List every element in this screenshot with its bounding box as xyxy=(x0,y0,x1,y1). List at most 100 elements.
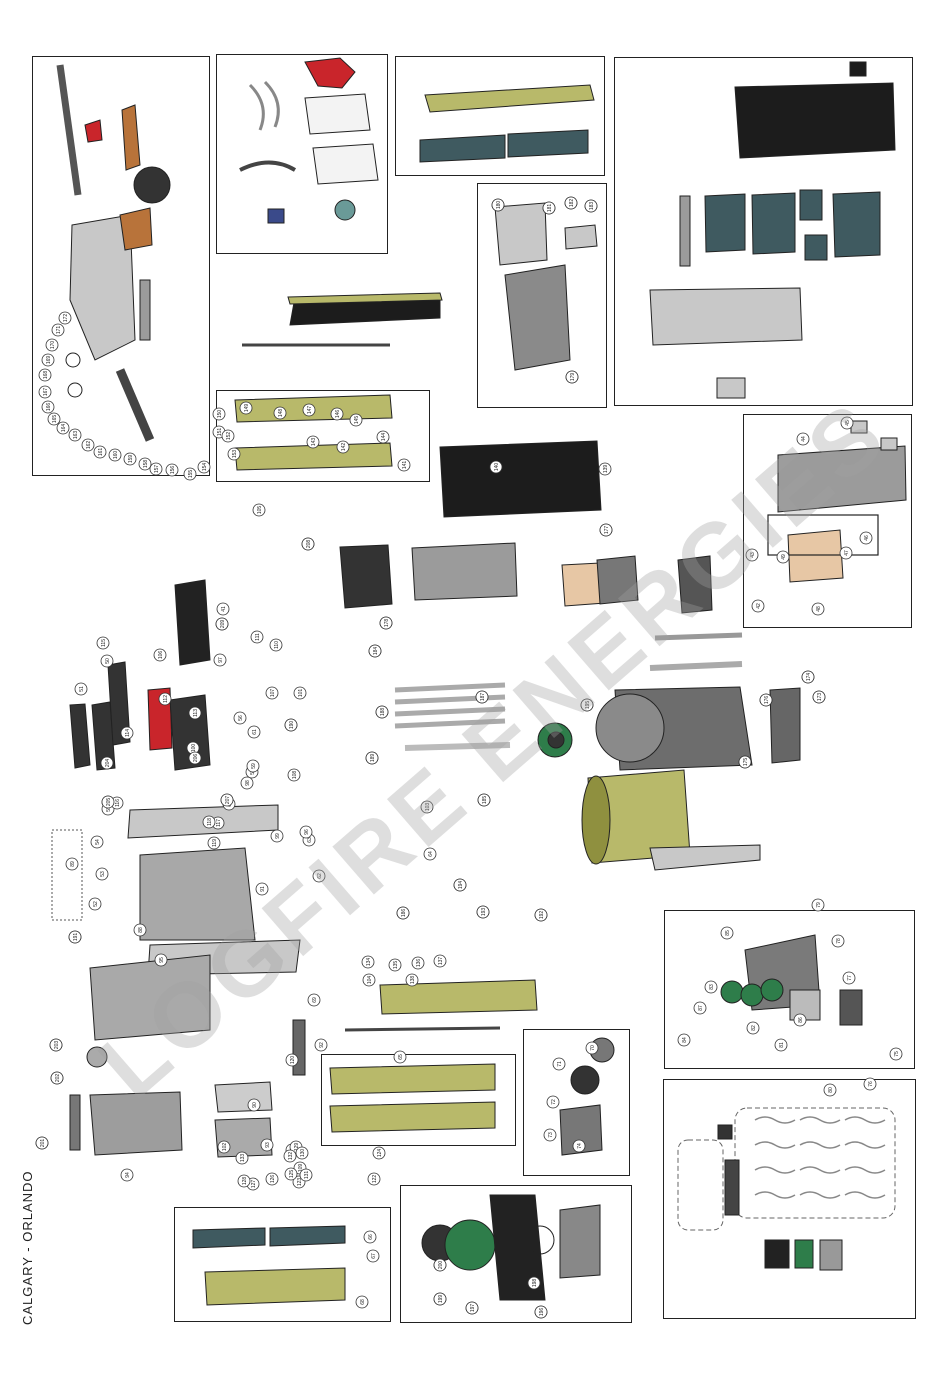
callout-119: 119 xyxy=(207,836,221,850)
callout-circle xyxy=(154,953,168,967)
callout-circle xyxy=(375,705,389,719)
auger-motor xyxy=(133,166,171,204)
callout-114: 114 xyxy=(120,726,134,740)
callout-number: 119 xyxy=(212,839,218,847)
callout-circle xyxy=(100,756,114,770)
callout-185: 185 xyxy=(477,793,491,807)
callout-44: 44 xyxy=(796,432,810,446)
callout-circle xyxy=(465,1301,479,1315)
callout-number: 152 xyxy=(226,432,232,441)
callout-circle xyxy=(796,432,810,446)
callout-circle xyxy=(889,1047,903,1061)
callout-number: 53 xyxy=(100,871,106,877)
callout-73: 73 xyxy=(543,1128,557,1142)
callout-155: 155 xyxy=(183,467,197,481)
callout-circle xyxy=(362,973,376,987)
callout-149: 149 xyxy=(239,401,253,415)
callout-144: 144 xyxy=(376,430,390,444)
callout-circle xyxy=(397,458,411,472)
callout-circle xyxy=(295,1146,309,1160)
callout-circle xyxy=(188,751,202,765)
callout-number: 101 xyxy=(298,689,304,698)
auger-tube-lower xyxy=(115,368,155,442)
callout-circle xyxy=(68,428,82,442)
glove xyxy=(304,57,356,89)
callout-circle xyxy=(216,602,230,616)
exhaust-ring xyxy=(525,1225,555,1255)
burner-2 xyxy=(740,983,764,1007)
lower-brick-1 xyxy=(192,1227,266,1249)
insulation-4 xyxy=(804,234,828,261)
callout-52: 52 xyxy=(88,897,102,911)
mount-bracket xyxy=(559,1104,603,1156)
callout-number: 163 xyxy=(73,431,79,440)
fan-hub xyxy=(547,731,565,749)
wire-frame xyxy=(767,514,879,556)
callout-number: 147 xyxy=(307,406,313,415)
callout-188: 188 xyxy=(375,705,389,719)
callout-115: 115 xyxy=(96,636,110,650)
callout-160: 160 xyxy=(108,448,122,462)
mid-plate xyxy=(411,542,518,601)
gasket-ring xyxy=(67,382,83,398)
callout-number: 185 xyxy=(482,796,488,805)
callout-69: 69 xyxy=(307,993,321,1007)
callout-106: 106 xyxy=(153,648,167,662)
side-block xyxy=(677,555,713,614)
callout-number: 172 xyxy=(63,314,69,323)
callout-circle xyxy=(751,599,765,613)
callout-154: 154 xyxy=(197,460,211,474)
callout-circle xyxy=(158,692,172,706)
callout-number: 102 xyxy=(222,1143,228,1152)
callout-circle xyxy=(58,311,72,325)
wire xyxy=(844,1191,886,1199)
callout-number: 97 xyxy=(218,657,224,663)
baffle-brick-left xyxy=(419,134,506,163)
door-black xyxy=(439,440,602,518)
callout-number: 193 xyxy=(481,908,487,917)
callout-134: 134 xyxy=(361,955,375,969)
callout-number: 106 xyxy=(158,651,164,660)
callout-number: 108 xyxy=(292,771,298,780)
callout-122: 122 xyxy=(367,1172,381,1186)
callout-number: 180 xyxy=(496,201,502,210)
callout-circle xyxy=(580,698,594,712)
callout-circle xyxy=(165,463,179,477)
callout-circle xyxy=(273,406,287,420)
shelf-bottom xyxy=(379,979,538,1015)
panel-wiring xyxy=(663,1079,916,1319)
callout-153: 153 xyxy=(227,447,241,461)
callout-176: 176 xyxy=(759,693,773,707)
callout-circle xyxy=(476,905,490,919)
callout-number: 149 xyxy=(244,404,250,413)
callout-number: 76 xyxy=(868,1081,874,1087)
wire xyxy=(844,1166,886,1174)
callout-circle xyxy=(284,718,298,732)
callout-199: 199 xyxy=(433,1292,447,1306)
callout-180: 180 xyxy=(491,198,505,212)
wire xyxy=(799,1141,841,1149)
callout-number: 94 xyxy=(125,1172,131,1178)
mount-ring xyxy=(570,1065,600,1095)
callout-circle xyxy=(307,993,321,1007)
callout-circle xyxy=(237,1174,251,1188)
callout-circle xyxy=(552,1057,566,1071)
callout-circle xyxy=(239,401,253,415)
callout-number: 183 xyxy=(589,202,595,211)
callout-82: 82 xyxy=(746,1021,760,1035)
handle-box xyxy=(174,579,211,666)
callout-124: 124 xyxy=(372,1146,386,1160)
callout-158: 158 xyxy=(138,457,152,471)
wire xyxy=(754,1191,796,1199)
callout-113: 113 xyxy=(188,706,202,720)
callout-137: 137 xyxy=(433,954,447,968)
divider xyxy=(679,195,691,267)
callout-169: 169 xyxy=(41,353,55,367)
callout-126: 126 xyxy=(265,1172,279,1186)
callout-number: 128 xyxy=(242,1177,248,1186)
tube-2 xyxy=(394,706,506,717)
callout-number: 68 xyxy=(360,1299,366,1305)
callout-circle xyxy=(153,648,167,662)
callout-circle xyxy=(842,971,856,985)
